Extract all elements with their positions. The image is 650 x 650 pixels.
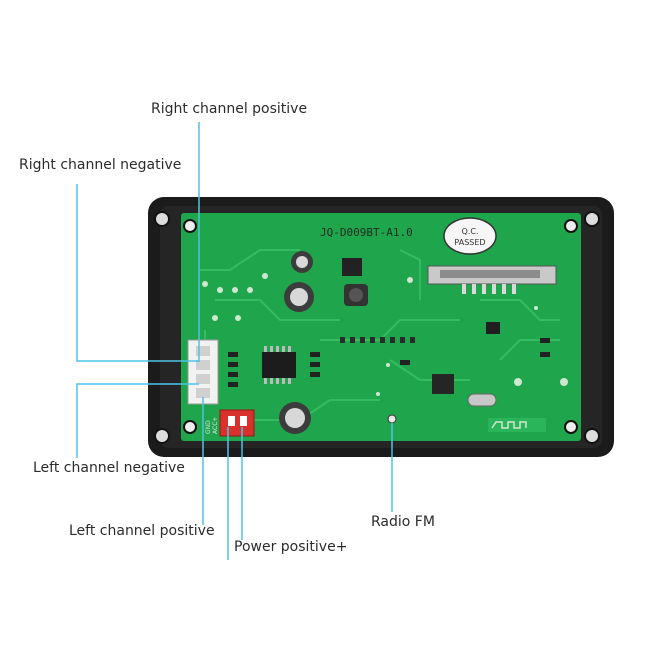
qc-passed-sticker: Q.C. PASSED xyxy=(443,217,497,255)
radio-fm-pad xyxy=(387,414,397,424)
leader-lines xyxy=(76,122,393,560)
pcb-antenna xyxy=(488,418,546,432)
crystal-oscillator xyxy=(467,393,497,407)
label-right-channel-positive: Right channel positive xyxy=(151,101,308,117)
pin-header-row xyxy=(340,337,415,343)
label-power-positive: Power positive+ xyxy=(234,539,348,555)
mount-hole-top-right xyxy=(584,211,600,227)
label-left-channel-positive: Left channel positive xyxy=(69,523,215,539)
amplifier-ic xyxy=(262,352,296,378)
pcb-board: JQ-D009BT-A1.0 Q.C. PASSED xyxy=(181,213,581,441)
capacitor-middle xyxy=(284,282,314,312)
bluetooth-ic xyxy=(432,374,454,394)
acc-silk-label: ACC+ xyxy=(212,417,219,434)
power-connector xyxy=(219,409,255,437)
capacitor-bottom xyxy=(279,402,311,434)
mount-hole-bottom-left xyxy=(154,428,170,444)
leader-right-negative xyxy=(76,184,199,362)
leader-left-negative xyxy=(76,383,199,458)
qc-text: Q.C. xyxy=(462,227,479,236)
inductor xyxy=(344,284,368,306)
small-ic-right xyxy=(486,322,500,334)
speaker-connector xyxy=(187,339,219,405)
label-right-channel-negative: Right channel negative xyxy=(19,157,182,173)
board-model-text: JQ-D009BT-A1.0 xyxy=(320,226,413,239)
small-ic-top xyxy=(342,258,362,276)
mount-hole-top-left xyxy=(154,211,170,227)
label-left-channel-negative: Left channel negative xyxy=(33,460,185,476)
label-radio-fm: Radio FM xyxy=(371,514,435,530)
sd-card-slot xyxy=(427,265,557,294)
passed-text: PASSED xyxy=(454,238,485,247)
mount-hole-bottom-right xyxy=(584,428,600,444)
capacitor-top xyxy=(291,251,313,273)
gnd-silk-label: GND xyxy=(205,420,212,434)
